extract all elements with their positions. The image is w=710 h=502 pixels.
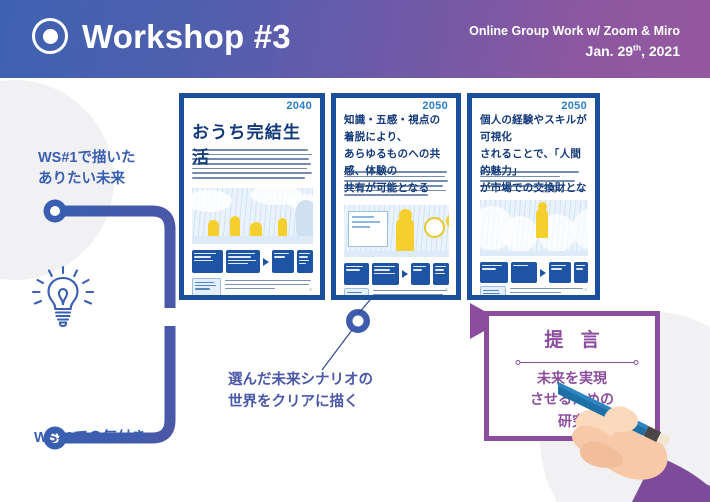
card-blue-box xyxy=(272,250,295,273)
lightbulb-idea-icon xyxy=(31,265,95,328)
scenario-card-inner: 12 2050 知識・五感・視点の着脱により、 あらゆるものへの共感、体験の 共… xyxy=(335,97,457,296)
label-ws1-line2: ありたい未来 xyxy=(38,171,125,188)
card-tag-row xyxy=(344,288,449,295)
card-year-badge: 2050 xyxy=(401,98,453,117)
proposal-divider xyxy=(515,360,639,365)
flow-node-ws2-center xyxy=(50,433,60,443)
card-title-line: 個人の経験やスキルが可視化 xyxy=(480,114,587,143)
card-illustration xyxy=(480,200,588,256)
card-tag-body xyxy=(509,286,588,295)
header-date-prefix: Jan. 29 xyxy=(585,43,634,60)
header-date-ordinal: th xyxy=(633,42,642,53)
card-body-text xyxy=(344,171,449,199)
card-blue-box-row xyxy=(192,250,313,273)
proposal-title: 提 言 xyxy=(544,330,606,351)
card-number: 14 xyxy=(478,102,488,111)
flow-diagram xyxy=(43,199,502,450)
card-tag xyxy=(480,286,506,295)
card-credit: © xyxy=(584,288,587,292)
card-year-label: 2050 xyxy=(422,100,448,112)
proposal-box: 提 言 未来を実現 させるための 研究 xyxy=(484,311,660,441)
proposal-body-line1: 未来を実現 xyxy=(537,370,607,386)
label-middle-line1: 選んだ未来シナリオの xyxy=(228,372,373,388)
card-year-label: 2050 xyxy=(561,100,587,112)
card-number: 12 xyxy=(342,102,352,111)
header-subtitle: Online Group Work w/ Zoom & Miro xyxy=(469,24,680,38)
label-ws1-line1: WS#1で描いた xyxy=(38,150,136,166)
card-year-label: 2040 xyxy=(286,100,312,112)
card-blue-box xyxy=(192,250,224,273)
card-title: 個人の経験やスキルが可視化 されることで、「人間的魅力」 が市場での交換財となる xyxy=(480,112,589,214)
card-tag-body xyxy=(373,288,449,295)
scenario-card[interactable]: 14 2050 個人の経験やスキルが可視化 されることで、「人間的魅力」 が市場… xyxy=(467,93,600,300)
scenario-card-inner: 14 2050 個人の経験やスキルが可視化 されることで、「人間的魅力」 が市場… xyxy=(471,97,596,296)
card-blue-box xyxy=(480,262,509,283)
card-arrow-icon xyxy=(539,268,546,277)
card-blue-box xyxy=(226,250,261,273)
leader-line-down xyxy=(321,329,353,371)
flow-node-ws1-center xyxy=(50,206,60,216)
card-number: 08 xyxy=(190,102,200,111)
card-illustration xyxy=(344,205,449,257)
header-date: Jan. 29th, 2021 xyxy=(469,41,680,61)
card-illustration xyxy=(192,188,313,244)
card-blue-box xyxy=(411,263,431,285)
card-body-text xyxy=(480,171,588,194)
flow-branch-upper xyxy=(55,205,176,308)
card-blue-box-row xyxy=(480,262,588,283)
card-blue-box-row xyxy=(344,263,449,285)
card-credit: © xyxy=(445,288,448,292)
card-tag xyxy=(344,288,370,295)
hand-with-pencil-icon xyxy=(558,380,710,502)
card-year-badge: 2050 xyxy=(540,98,592,117)
label-ws2: WS#2での気付き xyxy=(34,430,146,446)
card-blue-box xyxy=(433,263,449,285)
label-middle: 選んだ未来シナリオの 世界をクリアに描く xyxy=(228,370,373,414)
card-blue-box xyxy=(548,262,571,283)
flow-node-middle-center xyxy=(352,315,364,327)
card-body-text xyxy=(192,149,313,182)
label-middle-line2: 世界をクリアに描く xyxy=(228,393,359,410)
slide-header: Workshop #3 Online Group Work w/ Zoom & … xyxy=(0,0,710,78)
card-blue-box xyxy=(573,262,588,283)
card-blue-box xyxy=(511,262,537,283)
page-title: Workshop #3 xyxy=(82,17,291,55)
label-ws1: WS#1で描いた ありたい未来 xyxy=(38,148,136,190)
scenario-card[interactable]: 12 2050 知識・五感・視点の着脱により、 あらゆるものへの共感、体験の 共… xyxy=(331,93,461,300)
card-arrow-icon xyxy=(263,257,270,266)
card-arrow-icon xyxy=(402,270,409,278)
header-date-suffix: , 2021 xyxy=(641,43,680,60)
scenario-card-inner: 08 2040 おうち完結生活 xyxy=(183,97,321,296)
card-title: おうち完結生活 xyxy=(192,123,302,167)
card-blue-box xyxy=(344,263,370,285)
header-left-group: Workshop #3 xyxy=(32,18,291,54)
scenario-card[interactable]: 08 2040 おうち完結生活 xyxy=(179,93,325,300)
card-blue-box xyxy=(297,250,313,273)
card-blue-box xyxy=(372,263,400,285)
card-tag xyxy=(192,278,222,295)
target-dot-icon xyxy=(32,18,68,54)
card-tag-row xyxy=(480,286,588,295)
flow-branch-lower xyxy=(55,326,176,444)
card-tag-body xyxy=(225,278,313,295)
card-year-badge: 2040 xyxy=(259,98,317,117)
card-title-line: 知識・五感・視点の着脱により、 xyxy=(344,114,441,143)
card-tag-row xyxy=(192,278,313,295)
card-credit: © xyxy=(309,288,312,292)
header-right-group: Online Group Work w/ Zoom & Miro Jan. 29… xyxy=(469,22,680,62)
